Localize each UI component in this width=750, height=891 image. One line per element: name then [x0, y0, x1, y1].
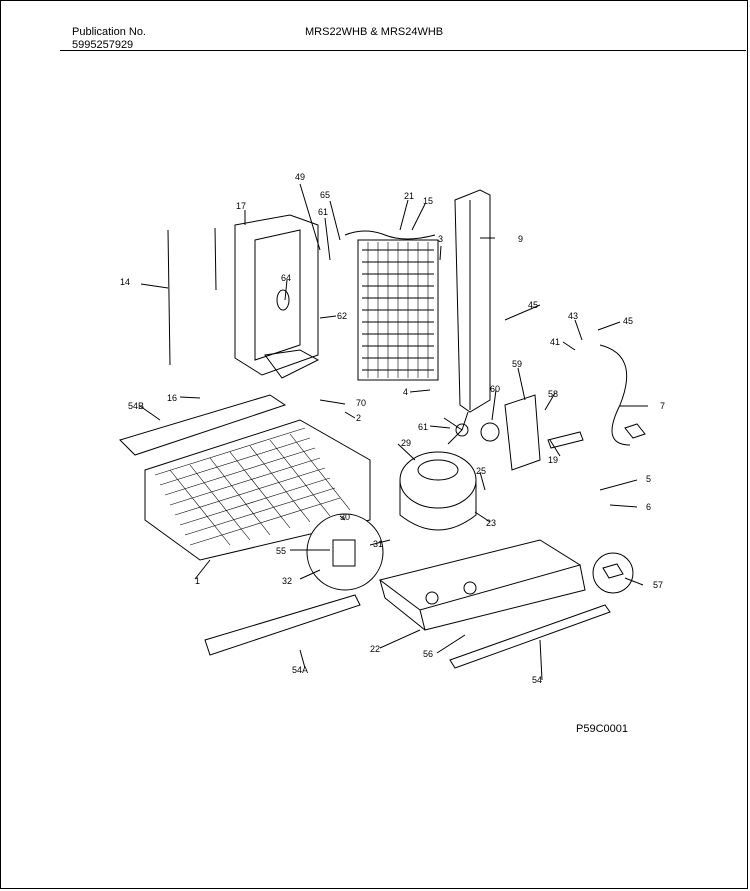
- callout-6: 6: [646, 502, 651, 512]
- callout-61b: 61: [418, 422, 428, 432]
- tube-19-drawing: [547, 431, 584, 449]
- base-pan-drawing: [378, 539, 586, 631]
- rod-14-drawing: [167, 229, 171, 366]
- callout-58: 58: [548, 389, 558, 399]
- callout-41: 41: [550, 337, 560, 347]
- callout-32: 32: [282, 576, 292, 586]
- callout-49: 49: [295, 172, 305, 182]
- callout-65: 65: [320, 190, 330, 200]
- evaporator-coil-drawing: [344, 230, 439, 381]
- diagram-code: P59C0001: [576, 723, 628, 735]
- callout-7: 7: [660, 401, 665, 411]
- vertical-duct-drawing: [454, 189, 491, 413]
- callout-5: 5: [646, 474, 651, 484]
- condenser-grid-drawing: [144, 419, 371, 561]
- part-57-inset-drawing: [592, 552, 634, 594]
- callout-64: 64: [281, 273, 291, 283]
- callout-9: 9: [518, 234, 523, 244]
- callout-57: 57: [653, 580, 663, 590]
- callout-1: 1: [195, 576, 200, 586]
- callout-29: 29: [401, 438, 411, 448]
- callout-55: 55: [276, 546, 286, 556]
- publication-label: Publication No.: [72, 26, 146, 38]
- callout-15: 15: [423, 196, 433, 206]
- callout-21: 21: [404, 191, 414, 201]
- callout-43: 43: [568, 311, 578, 321]
- callout-45b: 45: [623, 316, 633, 326]
- callout-54a: 54A: [292, 665, 308, 675]
- callout-23: 23: [486, 518, 496, 528]
- bracket-54b-drawing: [119, 394, 287, 456]
- shroud-panel-drawing: [234, 214, 320, 379]
- callout-31: 31: [373, 539, 383, 549]
- rail-54-drawing: [449, 604, 611, 669]
- callout-14: 14: [120, 277, 130, 287]
- fan-drawing: [443, 411, 500, 445]
- rod-drawing: [214, 227, 217, 291]
- callout-61: 61: [318, 207, 328, 217]
- motor-bracket-drawing: [504, 394, 541, 471]
- compressor-drawing: [399, 451, 477, 531]
- callout-30: 30: [340, 512, 350, 522]
- callout-59: 59: [512, 359, 522, 369]
- callout-60: 60: [490, 384, 500, 394]
- publication-number: 5995257929: [72, 39, 134, 51]
- callout-2: 2: [356, 413, 361, 423]
- header-rule: [60, 50, 746, 51]
- callout-17: 17: [236, 201, 246, 211]
- callout-25: 25: [476, 466, 486, 476]
- callout-19: 19: [548, 455, 558, 465]
- callout-4: 4: [403, 387, 408, 397]
- callout-54: 54: [532, 675, 542, 685]
- callout-62: 62: [337, 311, 347, 321]
- callout-54b: 54B: [128, 401, 144, 411]
- callout-56: 56: [423, 649, 433, 659]
- callout-3: 3: [438, 234, 443, 244]
- rail-54a-drawing: [204, 594, 361, 656]
- wire-harness-drawing: [599, 344, 631, 446]
- callout-22: 22: [370, 644, 380, 654]
- callout-70: 70: [356, 398, 366, 408]
- callout-16: 16: [167, 393, 177, 403]
- relay-inset-drawing: [306, 513, 384, 591]
- callout-45: 45: [528, 300, 538, 310]
- model-numbers: MRS22WHB & MRS24WHB: [305, 26, 444, 38]
